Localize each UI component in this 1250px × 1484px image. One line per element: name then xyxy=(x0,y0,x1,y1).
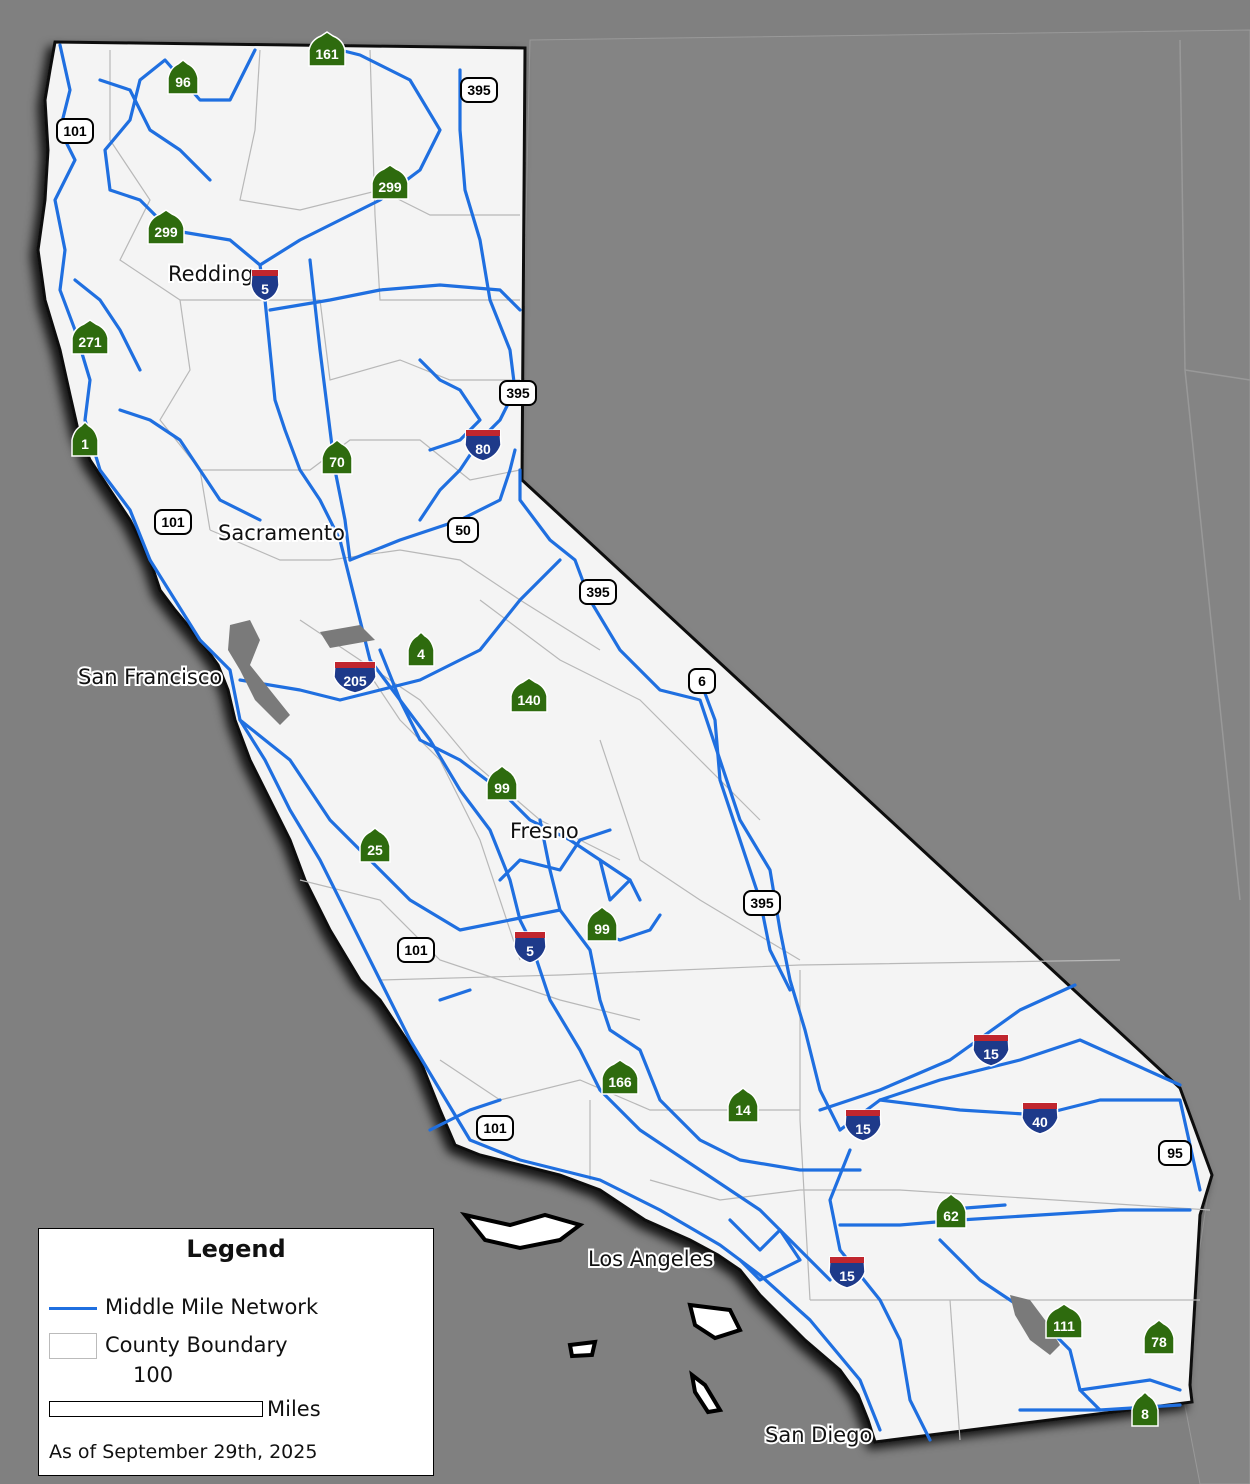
city-label-san-francisco: San Francisco xyxy=(78,665,222,689)
state-route-shield-icon: 166 xyxy=(601,1059,639,1095)
state-route-shield-icon: 299 xyxy=(147,209,185,245)
city-label-redding: Redding xyxy=(168,262,254,286)
svg-text:78: 78 xyxy=(1151,1334,1167,1350)
svg-text:101: 101 xyxy=(63,123,87,139)
city-labels: Redding Sacramento San Francisco Fresno … xyxy=(76,260,874,1449)
svg-text:6: 6 xyxy=(698,673,706,689)
svg-text:1: 1 xyxy=(81,436,89,452)
interstate-shields: 5 80 205 5 15 15 40 xyxy=(250,269,1059,1289)
svg-text:299: 299 xyxy=(378,179,402,195)
interstate-shield-icon: 80 xyxy=(464,429,502,462)
map-legend: Legend Middle Mile Network County Bounda… xyxy=(38,1228,434,1476)
state-route-shield-icon: 96 xyxy=(167,59,199,95)
state-route-shield-icon: 271 xyxy=(71,319,109,355)
svg-text:161: 161 xyxy=(315,46,339,62)
city-label-san-diego: San Diego xyxy=(765,1423,872,1447)
scale-value: 100 xyxy=(133,1363,174,1387)
network-line-swatch xyxy=(49,1307,97,1310)
svg-text:40: 40 xyxy=(1032,1114,1048,1130)
state-route-shield-icon: 4 xyxy=(407,630,435,667)
svg-text:50: 50 xyxy=(455,522,471,538)
svg-text:271: 271 xyxy=(78,334,102,350)
city-label-fresno: Fresno xyxy=(510,819,579,843)
state-route-shield-icon: 14 xyxy=(727,1087,759,1123)
svg-text:395: 395 xyxy=(586,584,610,600)
interstate-shield-icon: 5 xyxy=(250,269,280,302)
interstate-shield-icon: 40 xyxy=(1021,1102,1059,1135)
county-legend-label: County Boundary xyxy=(105,1333,288,1357)
svg-text:14: 14 xyxy=(735,1102,751,1118)
interstate-shield-icon: 15 xyxy=(828,1256,866,1289)
us-route-shield-icon: 395 xyxy=(499,380,537,406)
svg-text:80: 80 xyxy=(475,441,491,457)
svg-text:70: 70 xyxy=(329,454,345,470)
svg-text:95: 95 xyxy=(1167,1145,1183,1161)
legend-title: Legend xyxy=(186,1235,286,1263)
svg-text:101: 101 xyxy=(483,1120,507,1136)
water-bodies xyxy=(228,620,1060,1355)
svg-text:5: 5 xyxy=(261,281,269,297)
state-route-shield-icon: 161 xyxy=(308,31,346,67)
us-route-shield-icon: 95 xyxy=(1158,1140,1192,1166)
svg-text:62: 62 xyxy=(943,1208,959,1224)
city-label-sacramento: Sacramento xyxy=(218,521,345,545)
state-route-shield-icon: 78 xyxy=(1143,1319,1175,1355)
us-route-shield-icon: 395 xyxy=(743,890,781,916)
us-route-shield-icon: 101 xyxy=(397,937,435,963)
interstate-shield-icon: 5 xyxy=(513,931,547,964)
interstate-shield-icon: 15 xyxy=(844,1109,882,1142)
county-boundary-swatch xyxy=(49,1333,97,1359)
interstate-shield-icon: 205 xyxy=(333,661,377,694)
as-of-date: As of September 29th, 2025 xyxy=(49,1441,318,1463)
svg-text:99: 99 xyxy=(594,921,610,937)
state-route-shield-icon: 70 xyxy=(321,439,353,475)
svg-text:25: 25 xyxy=(367,842,383,858)
us-route-shield-icon: 6 xyxy=(688,668,716,694)
svg-text:15: 15 xyxy=(855,1121,871,1137)
svg-text:395: 395 xyxy=(506,385,530,401)
svg-text:99: 99 xyxy=(494,780,510,796)
svg-text:8: 8 xyxy=(1141,1406,1149,1422)
california-landmass xyxy=(36,40,1214,1444)
svg-text:96: 96 xyxy=(175,74,191,90)
state-route-shield-icon: 99 xyxy=(486,765,518,801)
svg-text:395: 395 xyxy=(467,82,491,98)
state-route-shield-icon: 1 xyxy=(71,420,99,457)
us-route-shield-icon: 101 xyxy=(476,1115,514,1141)
svg-text:101: 101 xyxy=(161,514,185,530)
svg-text:15: 15 xyxy=(839,1268,855,1284)
svg-text:299: 299 xyxy=(154,224,178,240)
us-highway-shields: 395 101 395 101 50 395 6 395 xyxy=(56,77,1192,1166)
network-legend-label: Middle Mile Network xyxy=(105,1295,319,1319)
state-border-lines xyxy=(1179,39,1250,901)
svg-text:205: 205 xyxy=(343,673,367,689)
us-route-shield-icon: 395 xyxy=(579,579,617,605)
state-route-shield-icon: 140 xyxy=(510,677,548,713)
state-route-shields: 161 96 299 299 271 1 70 4 xyxy=(71,31,1175,1427)
scale-bar xyxy=(49,1401,263,1417)
channel-islands xyxy=(459,1211,743,1415)
state-route-shield-icon: 111 xyxy=(1045,1303,1083,1339)
us-route-shield-icon: 50 xyxy=(447,517,479,543)
svg-text:4: 4 xyxy=(417,646,425,662)
svg-text:111: 111 xyxy=(1053,1318,1075,1334)
svg-text:166: 166 xyxy=(608,1074,632,1090)
svg-text:395: 395 xyxy=(750,895,774,911)
us-route-shield-icon: 101 xyxy=(56,118,94,144)
state-route-shield-icon: 62 xyxy=(935,1193,967,1229)
city-label-los-angeles: Los Angeles xyxy=(588,1247,713,1271)
svg-text:5: 5 xyxy=(526,943,534,959)
state-route-shield-icon: 299 xyxy=(371,164,409,200)
scale-unit: Miles xyxy=(267,1397,321,1421)
us-route-shield-icon: 395 xyxy=(460,77,498,103)
svg-text:101: 101 xyxy=(404,942,428,958)
svg-text:15: 15 xyxy=(983,1046,999,1062)
state-route-shield-icon: 99 xyxy=(586,906,618,942)
us-route-shield-icon: 101 xyxy=(154,509,192,535)
middle-mile-network xyxy=(53,43,1202,1442)
state-route-shield-icon: 8 xyxy=(1131,1390,1159,1427)
interstate-shield-icon: 15 xyxy=(972,1034,1010,1067)
svg-text:140: 140 xyxy=(517,692,541,708)
state-route-shield-icon: 25 xyxy=(359,827,391,863)
